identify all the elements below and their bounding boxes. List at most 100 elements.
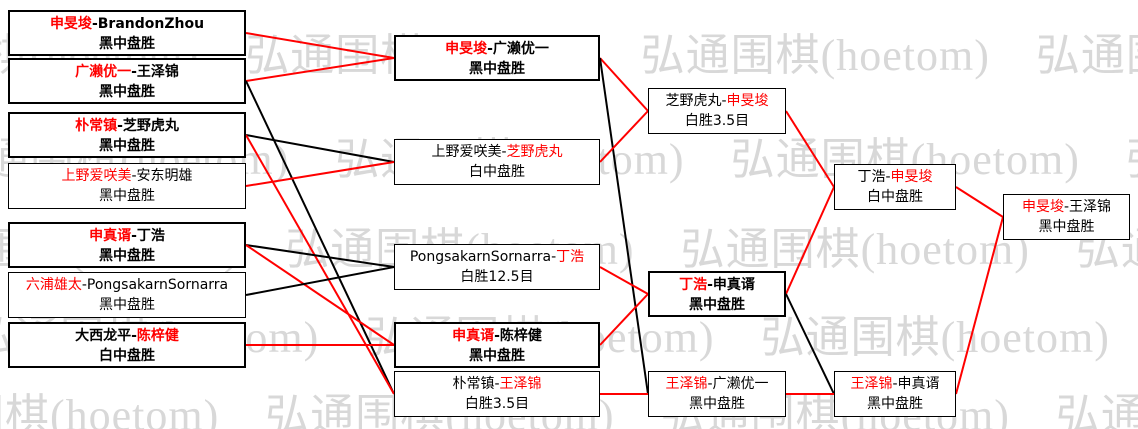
bracket-connector-win [245, 57, 395, 82]
match-box-final: 申旻埈-王泽锦 黑中盘胜 [1003, 194, 1130, 240]
match-players: 申真谞-丁浩 [10, 226, 244, 246]
match-result: 黑中盘胜 [1038, 219, 1095, 235]
bracket-connector-lose [245, 244, 395, 268]
player2-name: 申真谞 [712, 277, 755, 293]
player2-name: BrandonZhou [97, 16, 205, 32]
player-separator: - [81, 277, 87, 293]
match-box-r1m2: 广濑优一-王泽锦 黑中盘胜 [8, 58, 246, 104]
match-box-r3m1: 芝野虎丸-申旻埈 白胜3.5目 [648, 88, 786, 134]
bracket-connector-win [955, 216, 1004, 395]
bracket-connector-win [785, 186, 835, 295]
player1-name: 申旻埈 [49, 16, 92, 32]
player1-name: 申真谞 [452, 328, 495, 344]
match-result: 白中盘胜 [867, 189, 923, 205]
match-result: 黑中盘胜 [99, 248, 155, 264]
player-separator: - [885, 169, 891, 185]
bracket-connector-lose [785, 293, 835, 395]
player2-name: 丁浩 [136, 228, 165, 244]
player-separator: - [131, 64, 137, 80]
match-result: 黑中盘胜 [99, 84, 155, 100]
match-box-r1m3: 朴常镇-芝野虎丸 黑中盘胜 [8, 112, 246, 158]
match-box-r4m1: 丁浩-申旻埈 白中盘胜 [834, 164, 956, 210]
player1-name: 丁浩 [679, 277, 708, 293]
watermark-text: 弘通围棋(hoetom) [680, 225, 1030, 274]
player-separator: - [131, 228, 137, 244]
player-separator: - [91, 16, 98, 32]
player1-name: 王泽锦 [665, 376, 708, 392]
match-players: 上野爱咲美-安东明雄 [9, 166, 245, 186]
player2-name: 申真谞 [897, 376, 940, 392]
match-result: 白中盘胜 [469, 164, 525, 180]
bracket-connector-lose [245, 266, 395, 296]
player1-name: PongsakarnSornarra [409, 249, 552, 265]
player-separator: - [131, 328, 137, 344]
player1-name: 丁浩 [857, 169, 886, 185]
watermark-text: 弘通围棋(hoetom) [1035, 31, 1138, 80]
match-players: 上野爱咲美-芝野虎丸 [395, 142, 599, 162]
bracket-connector-win [245, 161, 395, 187]
player1-name: 朴常镇 [75, 118, 118, 134]
match-players: 申旻埈-广濑优一 [396, 39, 598, 59]
match-result: 白胜3.5目 [464, 396, 530, 412]
player2-name: 王泽锦 [499, 376, 542, 392]
match-players: 六浦雄太-PongsakarnSornarra [9, 275, 245, 295]
player1-name: 上野爱咲美 [431, 144, 502, 160]
bracket-connector-win [599, 57, 649, 112]
match-players: 朴常镇-芝野虎丸 [10, 116, 244, 136]
bracket-connector-win [245, 244, 395, 346]
match-box-r1m4: 上野爱咲美-安东明雄 黑中盘胜 [8, 163, 246, 209]
player-separator: - [487, 41, 493, 57]
match-box-r2m5: 朴常镇-王泽锦 白胜3.5目 [394, 371, 600, 417]
match-box-r2m2: 上野爱咲美-芝野虎丸 白中盘胜 [394, 139, 600, 185]
match-players: 丁浩-申旻埈 [835, 167, 955, 187]
player1-name: 芝野虎丸 [665, 93, 722, 109]
match-box-r1m5: 申真谞-丁浩 黑中盘胜 [8, 222, 246, 268]
match-result: 黑中盘胜 [469, 348, 525, 364]
player-separator: - [131, 168, 137, 184]
player2-name: 申旻埈 [726, 93, 769, 109]
player1-name: 朴常镇 [452, 376, 495, 392]
watermark-text: 弘通围棋(hoetom) [0, 391, 220, 429]
player2-name: 芝野虎丸 [506, 144, 563, 160]
match-players: 丁浩-申真谞 [650, 275, 784, 295]
bracket-connector-win [599, 293, 649, 346]
bracket-connector-win [599, 266, 649, 295]
watermark-text: 弘通围棋(hoetom) [760, 313, 1110, 362]
player1-name: 申真谞 [89, 228, 132, 244]
match-players: 大西龙平-陈梓健 [10, 326, 244, 346]
match-players: 申旻埈-王泽锦 [1004, 197, 1129, 217]
match-players: PongsakarnSornarra-丁浩 [395, 247, 599, 267]
match-box-r3m2: 丁浩-申真谞 黑中盘胜 [648, 271, 786, 317]
bracket-connector-win [245, 32, 395, 59]
bracket-connector-win [599, 110, 649, 163]
match-box-r1m7: 大西龙平-陈梓健 白中盘胜 [8, 322, 246, 368]
match-box-r3m3: 王泽锦-广濑优一 黑中盘胜 [648, 371, 786, 417]
player2-name: 王泽锦 [1069, 199, 1112, 215]
match-box-r1m1: 申旻埈-BrandonZhou 黑中盘胜 [8, 10, 246, 56]
match-box-r4m2: 王泽锦-申真谞 黑中盘胜 [834, 371, 956, 417]
bracket-connector-lose [245, 80, 395, 395]
bracket-connector-win [955, 186, 1004, 218]
player1-name: 申旻埈 [1021, 199, 1064, 215]
player2-name: 广濑优一 [712, 376, 769, 392]
player1-name: 大西龙平 [75, 328, 132, 344]
watermark-text: 弘通围棋(hoetom) [1126, 135, 1138, 184]
player-separator: - [494, 328, 500, 344]
player-separator: - [707, 277, 713, 293]
player-separator: - [892, 376, 898, 392]
match-result: 黑中盘胜 [99, 297, 155, 313]
match-players: 王泽锦-申真谞 [835, 374, 955, 394]
match-box-r2m4: 申真谞-陈梓健 黑中盘胜 [394, 322, 600, 368]
match-players: 王泽锦-广濑优一 [649, 374, 785, 394]
match-players: 申旻埈-BrandonZhou [10, 14, 244, 34]
match-result: 黑中盘胜 [689, 297, 745, 313]
player2-name: 广濑优一 [492, 41, 549, 57]
bracket-connector-lose [599, 57, 649, 395]
player2-name: 申旻埈 [890, 169, 933, 185]
player-separator: - [501, 144, 507, 160]
match-result: 黑中盘胜 [99, 138, 155, 154]
player-separator: - [707, 376, 713, 392]
match-players: 芝野虎丸-申旻埈 [649, 91, 785, 111]
